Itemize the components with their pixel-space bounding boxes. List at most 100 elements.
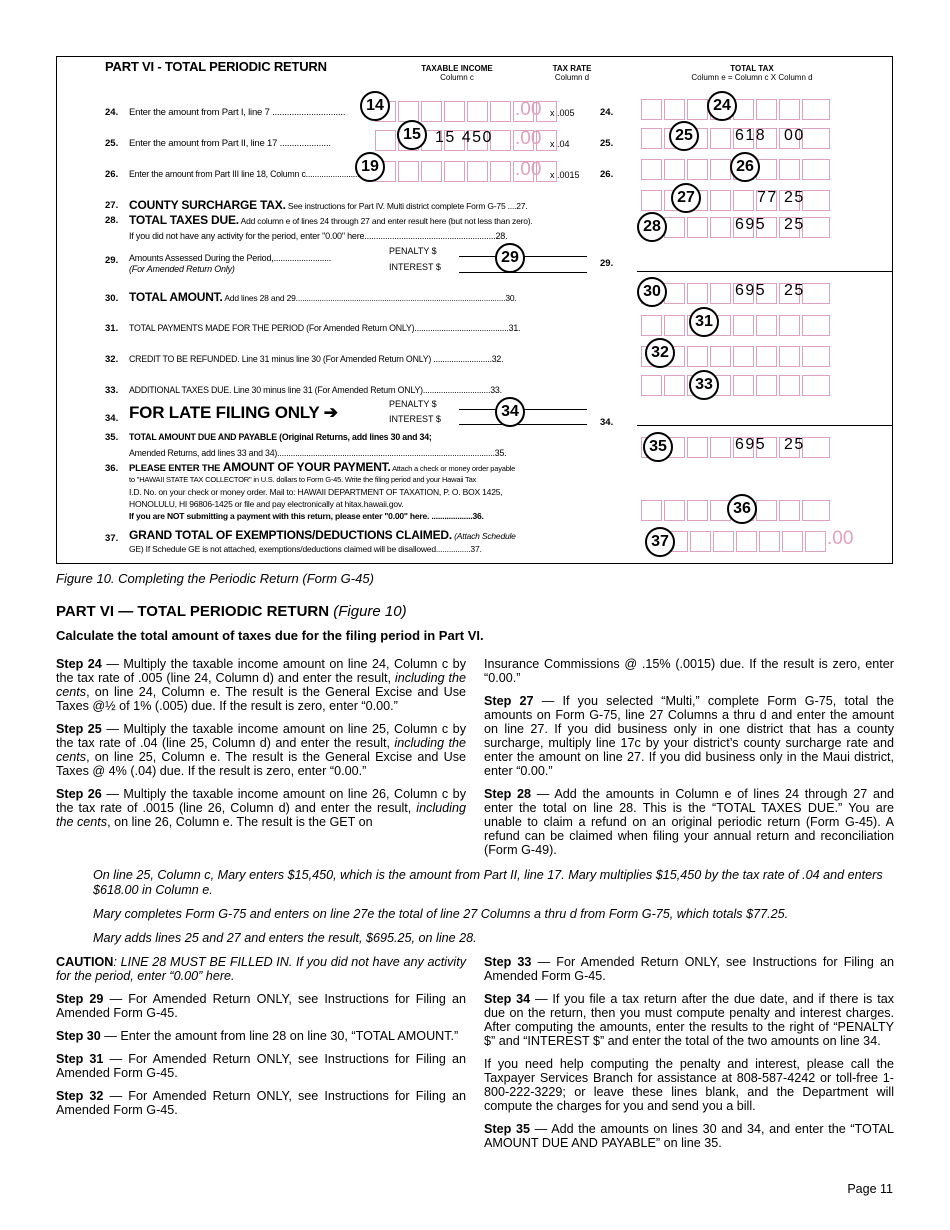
line-29-text: Amounts Assessed During the Period,.....… — [129, 253, 332, 263]
line-34-penalty-label: PENALTY $ — [389, 399, 437, 409]
step-24-text2: , on line 24, Column e. The result is th… — [56, 685, 466, 713]
caution-label: CAUTION — [56, 955, 114, 969]
line-28-bold: TOTAL TAXES DUE. — [129, 213, 239, 227]
line-30-text: TOTAL AMOUNT. Add lines 28 and 29.......… — [129, 290, 517, 304]
column-c-title: TAXABLE INCOME — [421, 64, 493, 73]
line-24-ref: 24. — [600, 107, 614, 118]
line-37-num: 37. — [105, 533, 119, 544]
line-26-ref: 26. — [600, 169, 614, 180]
callout-32: 32 — [645, 338, 675, 368]
step-25-text2: , on line 25, Column e. The result is th… — [56, 750, 466, 778]
line-29-text2: (For Amended Return Only) — [129, 264, 235, 274]
step-26-label: Step 26 — [56, 787, 102, 801]
line-24-num: 24. — [105, 107, 119, 118]
line-28-text2: If you did not have any activity for the… — [129, 231, 508, 241]
line-29-tax-field[interactable] — [637, 271, 892, 272]
line-34-interest-field[interactable] — [459, 424, 587, 425]
column-d-title: TAX RATE — [552, 64, 592, 73]
line-26-num: 26. — [105, 169, 119, 180]
left-column-top: Step 24 — Multiply the taxable income am… — [56, 657, 466, 838]
step-24-text1: — Multiply the taxable income amount on … — [56, 657, 466, 685]
line-29-num: 29. — [105, 255, 119, 266]
step-24-italic: including the cents — [56, 671, 466, 699]
step-32-text: — For Amended Return ONLY, see Instructi… — [56, 1089, 466, 1117]
callout-33: 33 — [689, 370, 719, 400]
step-32-label: Step 32 — [56, 1089, 104, 1103]
form-g45-figure: PART VI - TOTAL PERIODIC RETURN TAXABLE … — [56, 56, 893, 564]
line-29-interest-label: INTEREST $ — [389, 262, 441, 272]
line-34-ref: 34. — [600, 417, 614, 428]
line-27-bold: COUNTY SURCHARGE TAX. — [129, 198, 286, 212]
step-35-label: Step 35 — [484, 1122, 530, 1136]
line-37-text2: GE) If Schedule GE is not attached, exem… — [129, 544, 482, 554]
help-paragraph: If you need help computing the penalty a… — [484, 1057, 894, 1113]
page-number: Page 11 — [847, 1182, 893, 1196]
line-36-text: PLEASE ENTER THE AMOUNT OF YOUR PAYMENT.… — [129, 460, 515, 474]
column-c-sub: Column c — [440, 73, 474, 82]
line-26-cents: .00 — [515, 159, 542, 180]
line-31-text: TOTAL PAYMENTS MADE FOR THE PERIOD (For … — [129, 323, 521, 333]
line-36-num: 36. — [105, 463, 119, 474]
example-3: Mary adds lines 25 and 27 and enters the… — [93, 931, 477, 945]
line-28-text: TOTAL TAXES DUE. Add column e of lines 2… — [129, 213, 533, 227]
step-25-italic: including the cents — [56, 736, 467, 764]
step-27-text: — If you selected “Multi,” complete Form… — [484, 694, 894, 778]
section-heading-fig: (Figure 10) — [333, 603, 407, 620]
line-35-text2: Amended Returns, add lines 33 and 34)...… — [129, 448, 507, 458]
form-title: PART VI - TOTAL PERIODIC RETURN — [105, 59, 327, 74]
line-32-tax-boxes[interactable] — [641, 346, 832, 367]
column-d-sub: Column d — [554, 73, 590, 82]
line-36-rest: Attach a check or money order payable — [390, 464, 516, 473]
callout-19: 19 — [355, 152, 385, 182]
line-29-interest-field[interactable] — [459, 272, 587, 273]
line-30-tax-dollars: 695 — [735, 282, 767, 299]
step-30: Step 30 — Enter the amount from line 28 … — [56, 1029, 466, 1043]
line-25-tax-cents: 00 — [784, 127, 805, 144]
step-30-text: — Enter the amount from line 28 on line … — [100, 1029, 459, 1043]
line-26-rate: x .0015 — [550, 170, 580, 180]
step-33-text: — For Amended Return ONLY, see Instructi… — [484, 955, 894, 983]
line-34-title: FOR LATE FILING ONLY ➔ — [129, 403, 338, 422]
line-26-income-boxes[interactable] — [375, 161, 559, 182]
callout-31: 31 — [689, 307, 719, 337]
line-34-interest-label: INTEREST $ — [389, 414, 441, 424]
line-31-num: 31. — [105, 323, 119, 334]
line-28-tax-cents: 25 — [784, 216, 805, 233]
step-33-label: Step 33 — [484, 955, 532, 969]
line-31-tax-boxes[interactable] — [641, 315, 832, 336]
example-1: On line 25, Column c, Mary enters $15,45… — [93, 868, 883, 897]
line-24-text: Enter the amount from Part I, line 7 ...… — [129, 107, 346, 118]
callout-35: 35 — [643, 432, 673, 462]
column-d-header: TAX RATE Column d — [547, 64, 597, 82]
line-36-text4: HONOLULU, HI 96806-1425 or file and pay … — [129, 499, 404, 509]
line-35-tax-dollars: 695 — [735, 436, 767, 453]
line-28-tax-dollars: 695 — [735, 216, 767, 233]
section-subheading: Calculate the total amount of taxes due … — [56, 628, 484, 643]
line-25-cents: .00 — [515, 128, 542, 149]
caution-note: CAUTION: LINE 28 MUST BE FILLED IN. If y… — [56, 955, 466, 983]
step-25-text1: — Multiply the taxable income amount on … — [56, 722, 466, 750]
line-36-text2: to "HAWAII STATE TAX COLLECTOR" in U.S. … — [129, 475, 477, 484]
line-34-tax-field[interactable] — [637, 425, 892, 426]
line-27-text: COUNTY SURCHARGE TAX. See instructions f… — [129, 198, 528, 212]
step-24: Step 24 — Multiply the taxable income am… — [56, 657, 466, 713]
line-37-rest: (Attach Schedule — [452, 531, 516, 541]
callout-37: 37 — [645, 527, 675, 557]
callout-29: 29 — [495, 243, 525, 273]
line-37-boxes[interactable] — [667, 531, 828, 552]
caution-text: : LINE 28 MUST BE FILLED IN. If you did … — [56, 955, 466, 983]
line-33-tax-boxes[interactable] — [641, 375, 832, 396]
line-32-text: CREDIT TO BE REFUNDED. Line 31 minus lin… — [129, 354, 504, 364]
step-27-label: Step 27 — [484, 694, 534, 708]
callout-14: 14 — [360, 91, 390, 121]
callout-25: 25 — [669, 121, 699, 151]
right-column-bottom: Step 33 — For Amended Return ONLY, see I… — [484, 955, 894, 1159]
step-28-text: — Add the amounts in Column e of lines 2… — [484, 787, 894, 857]
line-26-text: Enter the amount from Part III line 18, … — [129, 169, 362, 179]
line-27-tax-boxes[interactable] — [641, 190, 832, 211]
left-column-bottom: CAUTION: LINE 28 MUST BE FILLED IN. If y… — [56, 955, 466, 1126]
step-25: Step 25 — Multiply the taxable income am… — [56, 722, 466, 778]
step-26-text1: — Multiply the taxable income amount on … — [56, 787, 466, 815]
step-34-text: — If you file a tax return after the due… — [484, 992, 894, 1048]
step-34-label: Step 34 — [484, 992, 531, 1006]
